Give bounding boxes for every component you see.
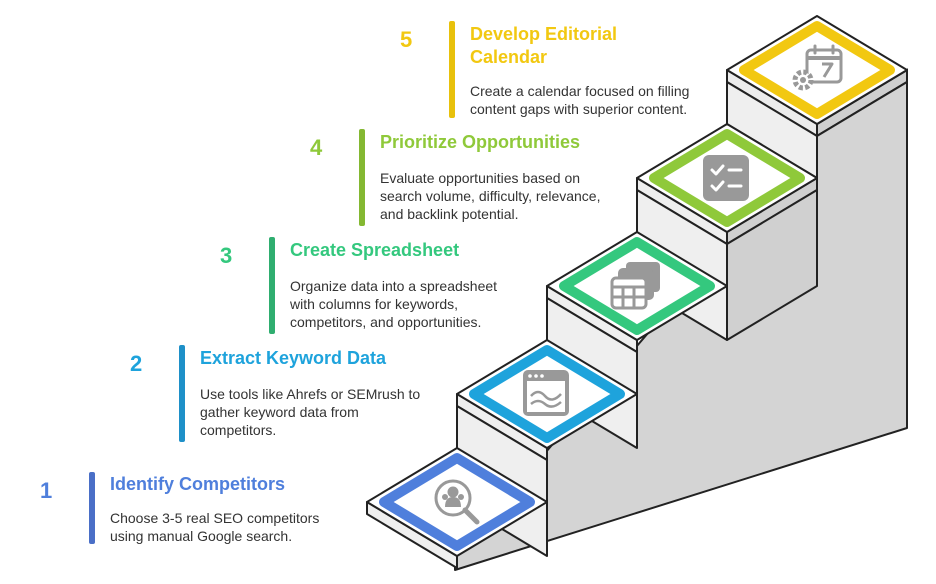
- step-4-accent-bar: [359, 129, 365, 226]
- step-1-number: 1: [40, 478, 53, 503]
- step-4-description: Evaluate opportunities based on search v…: [380, 170, 601, 222]
- step-3-number: 3: [220, 243, 233, 268]
- search-people-icon: [434, 479, 480, 525]
- step-5-description: Create a calendar focused on filling con…: [470, 83, 690, 117]
- step-5-accent-bar: [449, 21, 455, 118]
- step-2-accent-bar: [179, 345, 185, 442]
- step-2-number: 2: [130, 351, 143, 376]
- spreadsheet-icon: [610, 262, 660, 310]
- checklist-icon: [703, 155, 749, 201]
- data-chart-icon: [523, 370, 569, 416]
- step-3-accent-bar: [269, 237, 275, 334]
- calendar-gear-icon: [792, 44, 843, 91]
- step-4-title: Prioritize Opportunities: [380, 132, 581, 152]
- step-5-title: Develop Editorial Calendar: [470, 24, 618, 67]
- step-4-number: 4: [310, 135, 323, 160]
- step-5-number: 5: [400, 27, 413, 52]
- step-1-title: Identify Competitors: [110, 474, 286, 494]
- step-1-accent-bar: [89, 472, 95, 544]
- step-3-description: Organize data into a spreadsheet with co…: [290, 278, 498, 330]
- step-2-title: Extract Keyword Data: [200, 348, 387, 368]
- step-2-description: Use tools like Ahrefs or SEMrush to gath…: [200, 386, 421, 438]
- step-1-description: Choose 3-5 real SEO competitors using ma…: [110, 510, 320, 544]
- step-3-title: Create Spreadsheet: [290, 240, 460, 260]
